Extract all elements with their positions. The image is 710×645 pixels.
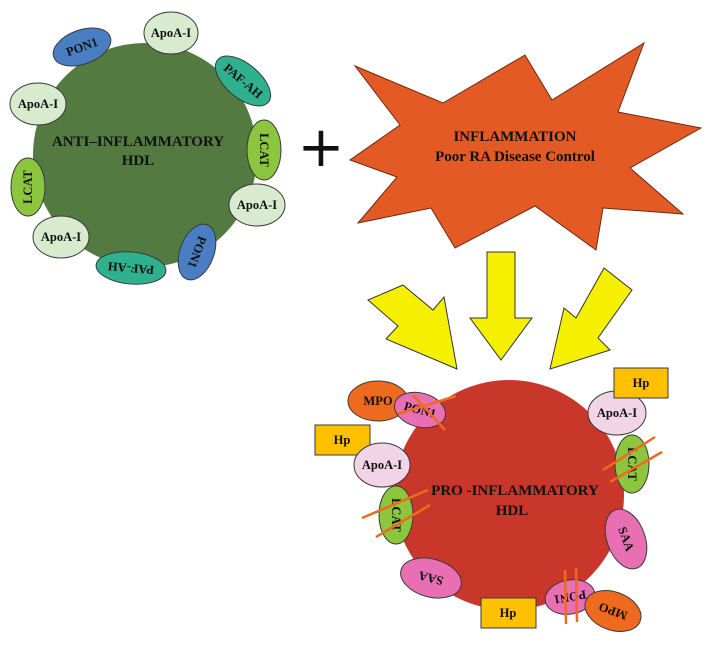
anti-protein-apoa1-bottom-left: ApoA-I	[32, 215, 90, 259]
anti-protein-lcat-left: LCAT	[10, 157, 46, 217]
pro-protein-label: ApoA-I	[597, 406, 637, 420]
arrow-center	[469, 251, 533, 361]
pro-protein-label: Hp	[500, 606, 517, 620]
anti-protein-label: ApoA-I	[237, 198, 277, 212]
pro-protein-apoa1-right: ApoA-I	[587, 390, 647, 436]
anti-hdl-title-line2: HDL	[122, 153, 155, 169]
anti-inflammatory-hdl-particle	[33, 43, 257, 267]
pro-hdl-title-line2: HDL	[496, 503, 529, 519]
pro-protein-lcat-right: LCAT	[614, 434, 650, 494]
pro-protein-hp-top-right: Hp	[613, 367, 669, 399]
pro-protein-label: Hp	[633, 376, 650, 390]
anti-protein-label: ApoA-I	[41, 230, 81, 244]
pro-protein-lcat-left: LCAT	[378, 485, 414, 545]
strike-pon1-top-2	[412, 394, 446, 431]
arrow-right	[549, 267, 633, 370]
pro-protein-label: PON1	[553, 587, 588, 606]
pro-protein-saa-right: SAA	[604, 508, 648, 570]
anti-protein-label: ApoA-I	[151, 26, 191, 40]
strike-lcat-right	[602, 435, 656, 472]
pro-protein-label: LCAT	[625, 447, 639, 481]
strike-lcat-left	[361, 488, 429, 520]
pro-protein-mpo-top-left: MPO	[347, 380, 409, 422]
arrows-group	[367, 251, 633, 370]
anti-protein-pon1-top: PON1	[52, 27, 112, 67]
inflammation-burst-group: INFLAMMATION Poor RA Disease Control	[348, 41, 703, 251]
anti-protein-label: PAF-AH	[107, 259, 155, 277]
pro-protein-label: SAA	[417, 568, 445, 588]
anti-protein-label: LCAT	[21, 169, 35, 203]
strike-lcat-right-2	[609, 450, 663, 484]
pro-protein-saa-bottom-left: SAA	[400, 557, 462, 599]
arrow-left	[367, 284, 458, 370]
strike-lcat-left-2	[375, 503, 431, 539]
strike-pon1-bottom	[563, 569, 568, 625]
inflammation-line1: INFLAMMATION	[453, 129, 576, 145]
anti-protein-apoa1-right: ApoA-I	[228, 183, 286, 227]
anti-inflammatory-hdl-group: PON1 ApoA-I PAF-AH LCAT ApoA-I PON1	[9, 11, 286, 285]
anti-protein-apoa1-left: ApoA-I	[9, 82, 67, 126]
pro-protein-apoa1-left: ApoA-I	[353, 442, 411, 488]
anti-protein-apoa1-top: ApoA-I	[143, 11, 199, 55]
pro-hdl-title-line1: PRO -INFLAMMATORY	[431, 483, 599, 499]
pro-protein-mpo-bottom-right: MPO	[584, 590, 642, 632]
strike-pon1-bottom-2	[574, 567, 579, 623]
pro-inflammatory-hdl-group: MPO PON1 Hp ApoA-I LCAT SAA	[314, 367, 669, 632]
strike-pon1-top	[397, 394, 457, 416]
anti-protein-label: ApoA-I	[18, 97, 58, 111]
pro-inflammatory-hdl-particle	[394, 380, 624, 610]
pro-protein-hp-bottom: Hp	[480, 597, 537, 629]
anti-protein-lcat-right: LCAT	[246, 119, 282, 181]
inflammation-burst-shape	[348, 41, 703, 251]
pro-protein-label: ApoA-I	[362, 458, 402, 472]
anti-protein-pon1-bottom: PON1	[177, 223, 217, 281]
anti-protein-paf-ah-bottom: PAF-AH	[95, 251, 167, 285]
pro-protein-label: MPO	[363, 394, 392, 408]
inflammation-line2: Poor RA Disease Control	[435, 149, 595, 165]
pro-protein-pon1-bottom: PON1	[544, 579, 596, 615]
plus-symbol: +	[298, 115, 345, 180]
anti-protein-label: LCAT	[257, 133, 271, 167]
pro-protein-label: Hp	[334, 433, 351, 447]
anti-hdl-title-line1: ANTI–INFLAMMATORY	[52, 134, 224, 150]
